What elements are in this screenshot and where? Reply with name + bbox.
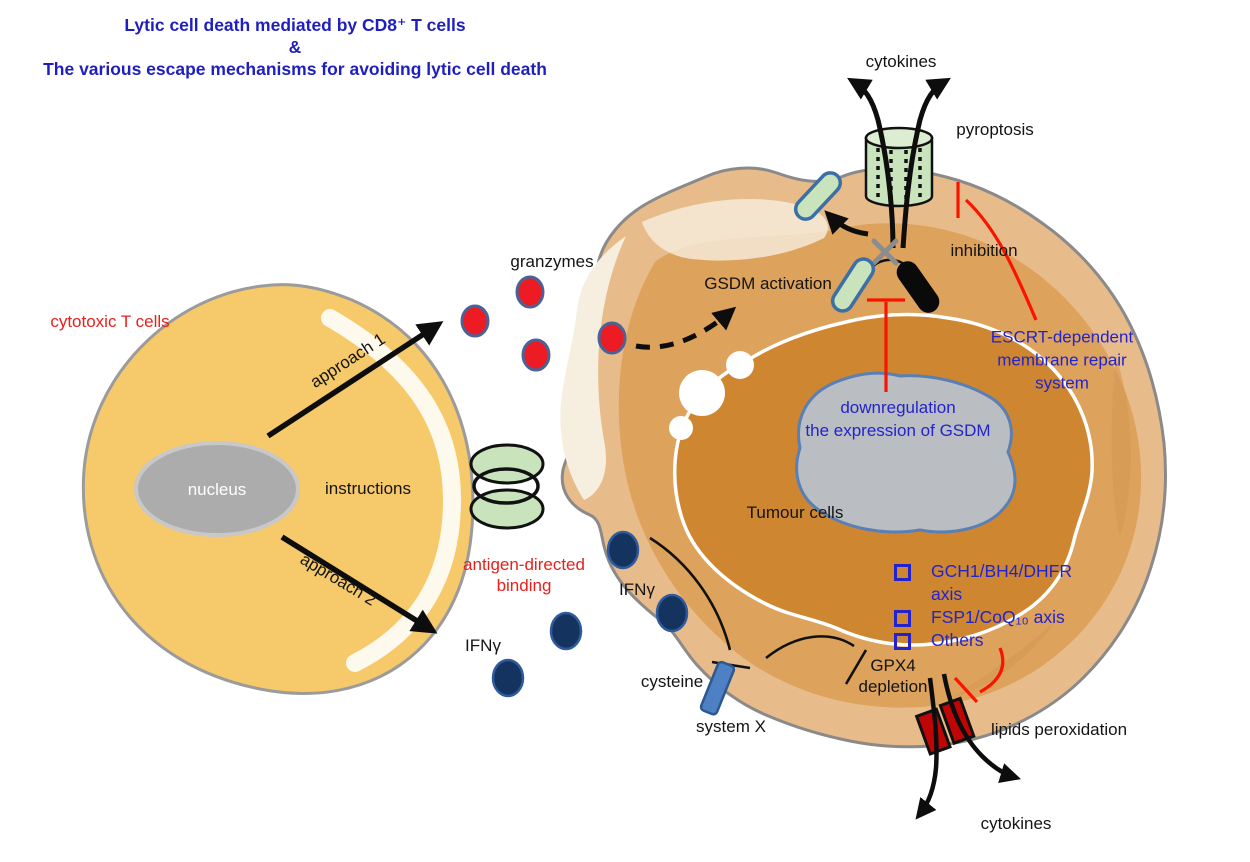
- t-cell-nucleus: [134, 441, 300, 537]
- pore-top: [864, 126, 934, 150]
- escape-mechanisms-list: GCH1/BH4/DHFR axis FSP1/CoQ₁₀ axis Other…: [894, 560, 1083, 652]
- ifng-molecule-1: [606, 530, 640, 570]
- square-bullet-icon: [894, 564, 911, 581]
- cytokine-flow-right: [900, 77, 951, 249]
- mechanism-item-3: Others: [894, 629, 1083, 652]
- ifng-right-label: IFNγ: [619, 580, 655, 599]
- ifng-group: [491, 530, 689, 698]
- instructions-label: instructions: [325, 479, 411, 498]
- translocation-arrow: [824, 210, 869, 237]
- mechanism-item-1: GCH1/BH4/DHFR axis: [894, 560, 1083, 606]
- granzyme-1: [515, 275, 545, 309]
- escrt-label: ESCRT-dependent membrane repair system: [990, 327, 1134, 393]
- title-line-3: The various escape mechanisms for avoidi…: [43, 59, 547, 79]
- vesicle-medium: [726, 351, 754, 379]
- tumour-cells-label: Tumour cells: [746, 503, 844, 522]
- tumor-cell-cream-swirl-top: [642, 198, 828, 261]
- cytokine-flow-left: [847, 77, 896, 249]
- inhibition-label: inhibition: [950, 241, 1018, 260]
- square-bullet-icon: [894, 610, 911, 627]
- t-cell-highlight: [321, 309, 462, 672]
- vesicle-large: [679, 370, 725, 416]
- systemx-transporter: [699, 660, 736, 716]
- lipid-flow-right: [941, 673, 1021, 784]
- mechanism-label: Others: [931, 630, 984, 650]
- cytokines-bottom-label: cytokines: [980, 814, 1052, 833]
- cytotoxic-t-cells-label: cytotoxic T cells: [50, 312, 170, 331]
- ifng-molecule-4: [491, 658, 525, 698]
- gsdm-downregulation-inhibition: [867, 298, 905, 392]
- binding-ring-middle: [472, 467, 540, 505]
- title-line-2: &: [288, 37, 302, 57]
- downregulation-line-1: downregulation: [840, 398, 956, 417]
- gsdm-activation-label: GSDM activation: [704, 274, 832, 293]
- square-bullet-icon: [894, 633, 911, 650]
- nucleus-label: nucleus: [187, 480, 247, 499]
- system-x-label: system X: [696, 717, 766, 736]
- lipids-peroxidation-label: lipids peroxidation: [990, 720, 1128, 739]
- gsdm-pill-free: [793, 171, 843, 221]
- gsdm-pill-inactive: [896, 261, 940, 313]
- cytokines-top-label: cytokines: [865, 52, 937, 71]
- title-line-1: Lytic cell death mediated by CD8⁺ T cell…: [124, 15, 466, 35]
- mechanism-label: GCH1/BH4/DHFR axis: [931, 561, 1072, 604]
- granzyme-4: [597, 321, 627, 355]
- blocked-x-icon: [871, 238, 899, 266]
- downregulation-label: downregulation the expression of GSDM: [778, 396, 1018, 442]
- granzyme-2: [460, 304, 490, 338]
- approach-1-arrow: [266, 321, 444, 439]
- lipid-channel-left: [914, 707, 952, 756]
- granzyme-3: [521, 338, 551, 372]
- granzyme-entry-dashed-arrow: [635, 306, 737, 350]
- cysteine-label: cysteine: [640, 672, 704, 691]
- vesicle-small: [669, 416, 693, 440]
- ifng-left-label: IFNγ: [465, 636, 501, 655]
- downregulation-line-2: the expression of GSDM: [805, 421, 991, 440]
- pyroptosis-label: pyroptosis: [956, 120, 1034, 139]
- escrt-inhibition: [956, 182, 1038, 321]
- tumor-cell-cream-swirl-left: [560, 236, 626, 500]
- ifng-molecule-2: [655, 593, 689, 633]
- tumor-nucleus: [795, 371, 1017, 534]
- granzyme-group: [460, 275, 627, 372]
- pore-body: [864, 136, 934, 208]
- mechanism-label: FSP1/CoQ₁₀ axis: [931, 607, 1065, 627]
- figure-title: Lytic cell death mediated by CD8⁺ T cell…: [12, 14, 578, 80]
- gpx4-depletion-label: GPX4 depletion: [858, 656, 928, 696]
- approach-2-arrow: [280, 534, 438, 634]
- granzymes-label: granzymes: [510, 252, 594, 271]
- ifng-molecule-3: [549, 611, 583, 651]
- antigen-binding-label: antigen-directed binding: [463, 555, 585, 595]
- lipid-flow-left: [915, 677, 939, 820]
- cysteine-gpx4-inhibition: [765, 635, 868, 685]
- mechanism-item-2: FSP1/CoQ₁₀ axis: [894, 606, 1083, 629]
- others-inhibition: [953, 647, 1005, 704]
- tumor-texture-streak-right: [1111, 356, 1131, 538]
- gsdm-pill-cleaved: [830, 257, 876, 313]
